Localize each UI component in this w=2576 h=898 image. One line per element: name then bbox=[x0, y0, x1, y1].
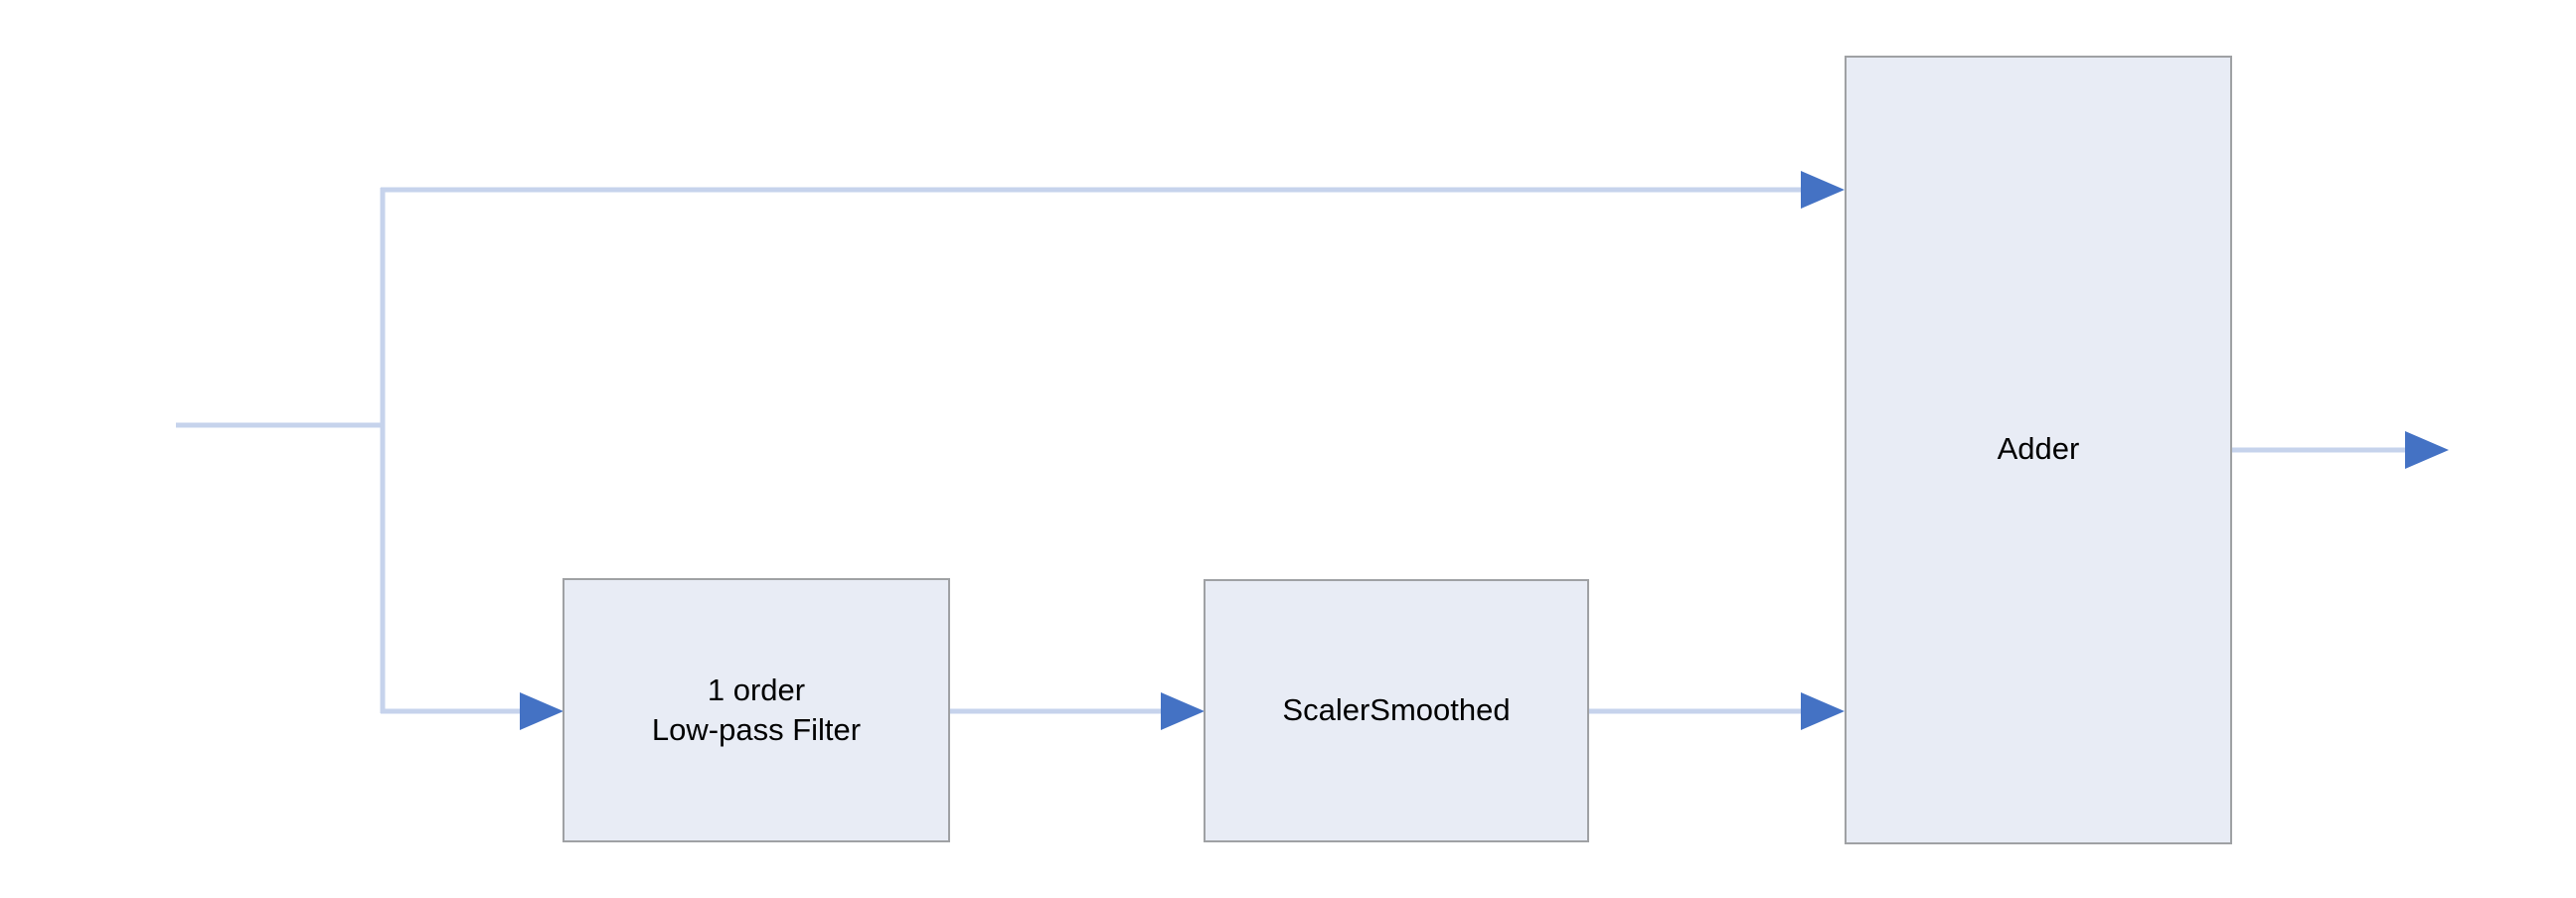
node-scaler-smoothed[interactable]: ScalerSmoothed bbox=[1204, 579, 1589, 842]
arrowhead-feedforward-top bbox=[1801, 171, 1845, 209]
arrowhead-adder-output bbox=[2405, 431, 2449, 469]
arrowhead-scaler-to-adder bbox=[1801, 692, 1845, 730]
node-lowpass-filter-label: 1 order Low-pass Filter bbox=[651, 672, 862, 747]
arrowhead-filter-to-scaler bbox=[1161, 692, 1205, 730]
node-scaler-smoothed-label: ScalerSmoothed bbox=[1282, 692, 1511, 728]
node-adder[interactable]: Adder bbox=[1845, 56, 2232, 844]
arrowhead-split-to-filter bbox=[520, 692, 564, 730]
node-lowpass-filter[interactable]: 1 order Low-pass Filter bbox=[563, 578, 950, 842]
node-adder-label: Adder bbox=[1997, 431, 2080, 466]
